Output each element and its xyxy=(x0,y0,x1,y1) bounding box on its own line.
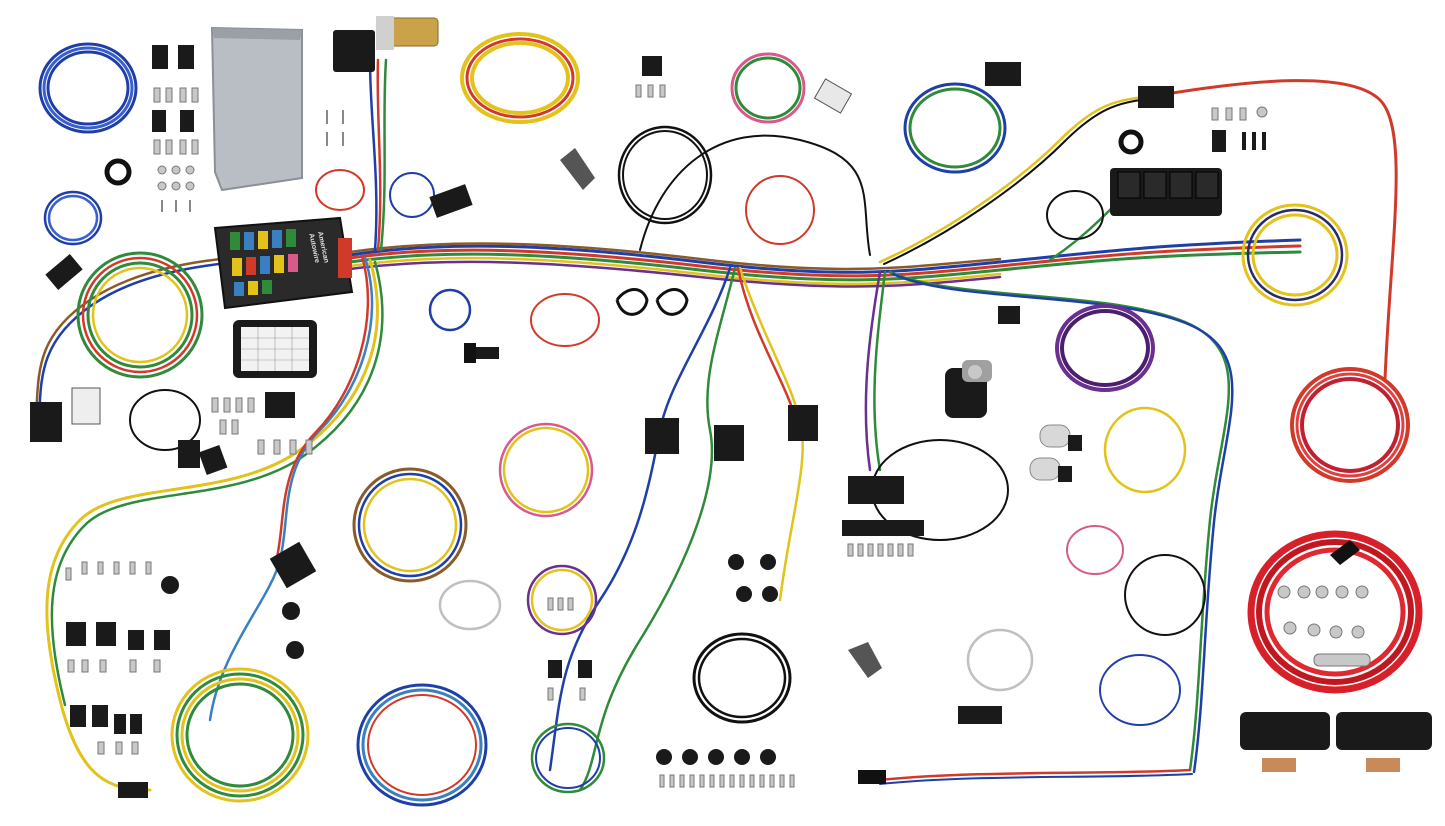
connector-icon xyxy=(788,405,818,441)
bulb-sockets xyxy=(1029,424,1082,482)
connector-icon xyxy=(198,444,228,476)
wire-coil-icon xyxy=(617,125,713,225)
wire-coil-icon xyxy=(428,288,472,332)
connector-icon xyxy=(152,45,168,69)
wire-coil-icon xyxy=(460,32,580,124)
connector-icon xyxy=(842,520,924,536)
connector-icon xyxy=(30,402,62,442)
fuse-holders xyxy=(1240,712,1432,772)
mounting-clips xyxy=(615,288,689,316)
wire-coil-icon xyxy=(129,389,201,451)
connector-icon xyxy=(269,541,317,589)
wire-coil-icon xyxy=(1103,406,1187,494)
connector-icon xyxy=(152,110,166,132)
wire-coil-icon xyxy=(1055,304,1155,392)
wire-coil-icon xyxy=(1066,525,1124,575)
wire-coil-icon xyxy=(1241,203,1349,307)
wire-coil-icon xyxy=(526,564,598,636)
connector-icon xyxy=(178,45,194,69)
wire-coil-icon xyxy=(1099,654,1181,726)
connector-icon xyxy=(642,56,662,76)
connector-icon xyxy=(118,782,148,798)
connector-icon xyxy=(998,306,1020,324)
wire-coil-icon xyxy=(438,579,502,631)
connector-icon xyxy=(71,387,101,425)
wire-coil-icon xyxy=(692,632,792,724)
fuse-box-icon: American Autowire xyxy=(213,216,354,310)
wire-coil-icon xyxy=(530,293,600,347)
connector-icon xyxy=(429,184,473,218)
wire-coil-icon xyxy=(389,172,435,218)
ring-terminal-icon xyxy=(65,84,1371,788)
connector-icon xyxy=(45,254,83,290)
connector-icon xyxy=(1138,86,1174,108)
wire-coil-icon xyxy=(730,52,806,124)
wire-coil-icon xyxy=(43,190,103,246)
relay-icon xyxy=(333,30,375,72)
mounting-bracket xyxy=(210,26,303,192)
clip-icons xyxy=(560,148,882,678)
wire-coil-icon xyxy=(76,251,204,379)
wire-coil-icon xyxy=(352,467,468,583)
wire-coil-icon xyxy=(1290,367,1410,483)
wire-coil-icon xyxy=(170,667,310,803)
connector-icon xyxy=(645,418,679,454)
wire-coil-icon xyxy=(356,683,488,807)
relay-bracket xyxy=(376,16,439,50)
wire-coil-icon xyxy=(38,42,138,134)
wire-coil-icon xyxy=(745,175,815,245)
switch-icon xyxy=(945,360,992,418)
connector-icon xyxy=(958,706,1002,724)
wire-coil-icon xyxy=(1046,190,1104,240)
battery-cable-coil xyxy=(1247,530,1423,694)
wire-coil-icon xyxy=(315,169,365,211)
wire-coil-icon xyxy=(1124,554,1206,636)
connectors xyxy=(30,30,1266,798)
connector-icon xyxy=(714,425,744,461)
wire-coil-icon xyxy=(966,628,1034,692)
relay-panel xyxy=(1110,168,1222,216)
wire-coil-icon xyxy=(498,422,594,518)
wire-coil-icon xyxy=(903,82,1007,174)
wire-coil-icon xyxy=(530,722,606,794)
connector-icon xyxy=(178,440,200,468)
connector-icon xyxy=(985,62,1021,86)
fuse-cover-card xyxy=(233,320,317,378)
wire-coils xyxy=(38,32,1410,807)
connector-icon xyxy=(265,392,295,418)
connector-icon xyxy=(848,476,904,504)
connector-icon xyxy=(813,78,853,114)
mounting-screws xyxy=(161,110,344,212)
connector-icon xyxy=(180,110,194,132)
